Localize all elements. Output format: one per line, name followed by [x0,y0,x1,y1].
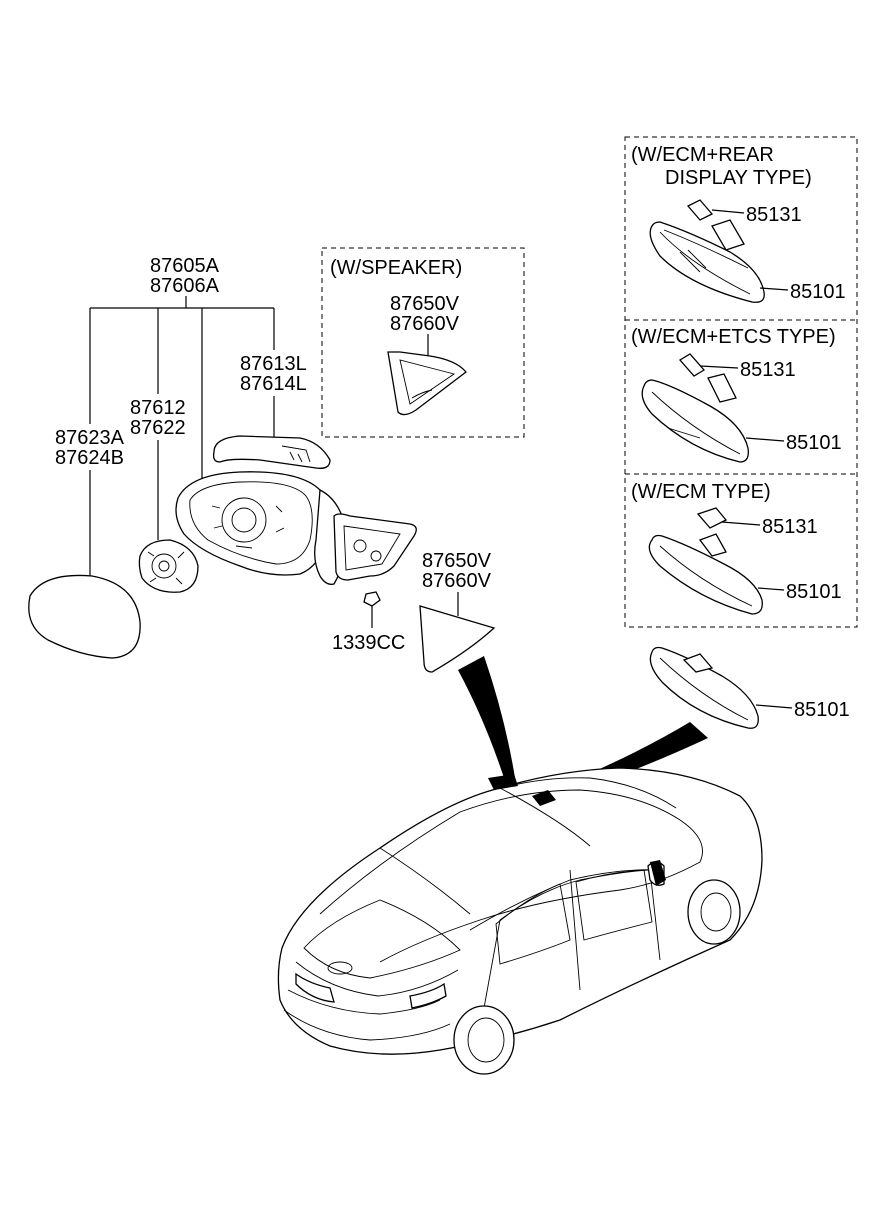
ecm-title: (W/ECM TYPE) [631,481,771,503]
etcs-bracket-part [678,353,737,403]
ecm-bracket-part [696,507,728,557]
speaker-part-label-2: 87660V [390,313,460,335]
ecm-mirror-part [648,534,763,615]
inside-mirror-label: 85101 [794,699,850,721]
mirror-housing-part [175,471,347,585]
actuator-part [138,539,199,593]
rear-display-mirror-part [649,221,765,303]
ecm-bracket-label: 85131 [762,516,818,538]
inside-mirror-part [649,646,759,729]
mirror-assy-label-1: 87605A [150,255,220,277]
mirror-assy-label-2: 87606A [150,275,220,297]
speaker-part-label-1: 87650V [390,293,460,315]
car-illustration [277,767,763,1075]
nut-label: 1339CC [332,632,405,654]
etcs-mirror-label: 85101 [786,432,842,454]
actuator-label-1: 87612 [130,397,186,419]
etcs-mirror-part [641,379,749,463]
mirror-cover-part [212,435,331,469]
nut-part [363,591,381,607]
cover-label-2: 87614L [240,373,307,395]
speaker-box-title: (W/SPEAKER) [330,257,462,279]
ecm-mirror-label: 85101 [786,581,842,603]
mirror-assy-callout: 87605A 87606A [89,255,275,480]
rear-display-title-1: (W/ECM+REAR [631,144,774,166]
cover-label-1: 87613L [240,353,307,375]
triangle-cover-label-2: 87660V [422,570,492,592]
ecm-options-box: (W/ECM+REAR DISPLAY TYPE) 85131 85101 (W… [624,136,858,628]
rear-display-bracket-label: 85131 [746,204,802,226]
speaker-cover-part [387,351,467,416]
speaker-option-box: (W/SPEAKER) 87650V 87660V [321,247,525,438]
mirror-glass-label-1: 87623A [55,427,125,449]
mirror-base-part [333,513,417,581]
rear-display-mirror-label: 85101 [790,281,846,303]
mirror-glass-part [28,574,141,659]
mirror-glass-label-2: 87624B [55,447,124,469]
rear-display-title-2: DISPLAY TYPE) [665,167,812,189]
rear-display-bracket-part [686,199,745,251]
triangle-pointer [458,656,516,784]
etcs-bracket-label: 85131 [740,359,796,381]
triangle-cover-label-1: 87650V [422,550,492,572]
triangle-cover-part [419,605,496,673]
actuator-label-2: 87622 [130,417,186,439]
etcs-title: (W/ECM+ETCS TYPE) [631,326,836,348]
